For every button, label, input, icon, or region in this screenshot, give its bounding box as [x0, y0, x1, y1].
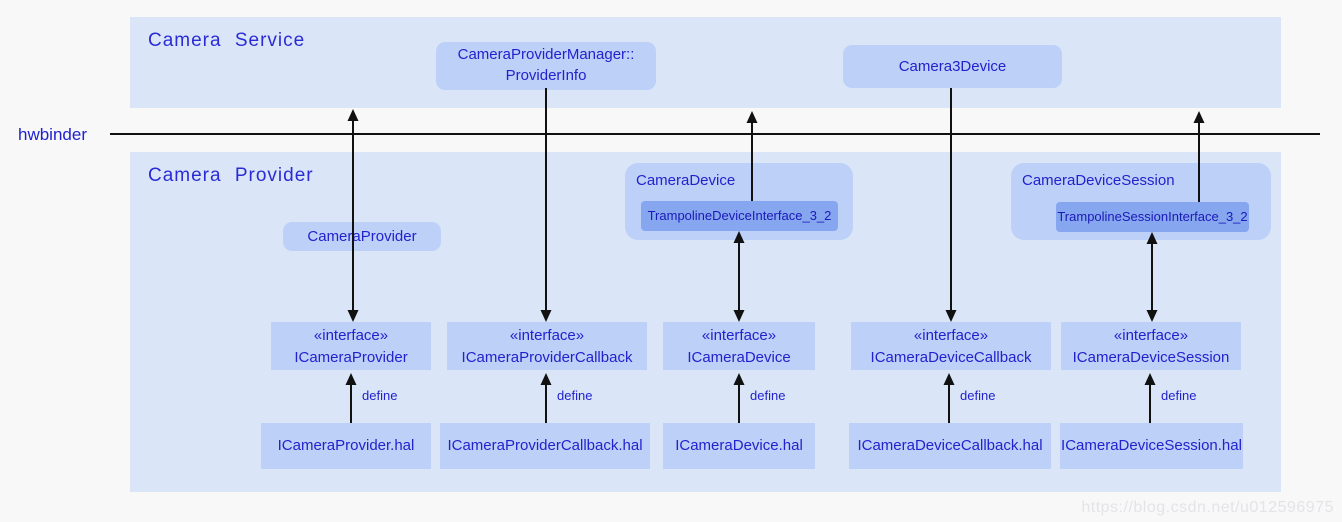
interface-stereotype: «interface» [701, 327, 777, 344]
node-interface-icameradevicecallback: «interface» ICameraDeviceCallback [851, 322, 1051, 370]
node-camera-device: CameraDevice TrampolineDeviceInterface_3… [625, 163, 853, 240]
node-icameradevicecallback-hal: ICameraDeviceCallback.hal [849, 423, 1051, 469]
node-trampoline-session-interface: TrampolineSessionInterface_3_2 [1056, 202, 1249, 232]
define-label: define [960, 388, 996, 403]
camera-service-panel: Camera Service [130, 17, 1281, 108]
provider-manager-line1: CameraProviderManager:: [457, 46, 635, 63]
interface-name: ICameraDeviceCallback [870, 349, 1032, 366]
node-camera-provider-manager: CameraProviderManager:: ProviderInfo [436, 42, 656, 90]
arrowhead-up-trampoline-device [746, 111, 758, 123]
node-interface-icameraprovidercallback: «interface» ICameraProviderCallback [447, 322, 647, 370]
node-icameradevicesession-hal: ICameraDeviceSession.hal [1060, 423, 1243, 469]
arrowhead-up-trampoline-session [1193, 111, 1205, 123]
node-icameraprovider-hal: ICameraProvider.hal [261, 423, 431, 469]
define-label: define [750, 388, 786, 403]
camera-device-session-label: CameraDeviceSession [1022, 172, 1175, 189]
define-label: define [362, 388, 398, 403]
node-interface-icameradevicesession: «interface» ICameraDeviceSession [1061, 322, 1241, 370]
node-interface-icameradevice: «interface» ICameraDevice [663, 322, 815, 370]
interface-stereotype: «interface» [913, 327, 989, 344]
provider-manager-line2: ProviderInfo [505, 67, 587, 84]
interface-name: ICameraDevice [687, 349, 791, 366]
node-camera-provider: CameraProvider [283, 222, 441, 251]
interface-name: ICameraProvider [294, 349, 408, 366]
node-icameradevice-hal: ICameraDevice.hal [663, 423, 815, 469]
hwbinder-label: hwbinder [18, 125, 87, 144]
camera-provider-title: Camera Provider [148, 165, 314, 186]
interface-stereotype: «interface» [313, 327, 389, 344]
camera-device-label: CameraDevice [636, 172, 736, 189]
interface-name: ICameraProviderCallback [461, 349, 633, 366]
watermark: https://blog.csdn.net/u012596975 [1081, 499, 1334, 516]
define-label: define [557, 388, 593, 403]
interface-stereotype: «interface» [1113, 327, 1189, 344]
interface-name: ICameraDeviceSession [1072, 349, 1230, 366]
node-interface-icameraprovider: «interface» ICameraProvider [271, 322, 431, 370]
interface-stereotype: «interface» [509, 327, 585, 344]
define-label: define [1161, 388, 1197, 403]
node-camera3device: Camera3Device [843, 45, 1062, 88]
camera-service-title: Camera Service [148, 30, 306, 51]
node-camera-device-session: CameraDeviceSession TrampolineSessionInt… [1011, 163, 1271, 240]
node-trampoline-device-interface: TrampolineDeviceInterface_3_2 [641, 201, 838, 231]
arrowhead-up-cameraprovider [347, 109, 359, 121]
node-icameraprovidercallback-hal: ICameraProviderCallback.hal [440, 423, 650, 469]
